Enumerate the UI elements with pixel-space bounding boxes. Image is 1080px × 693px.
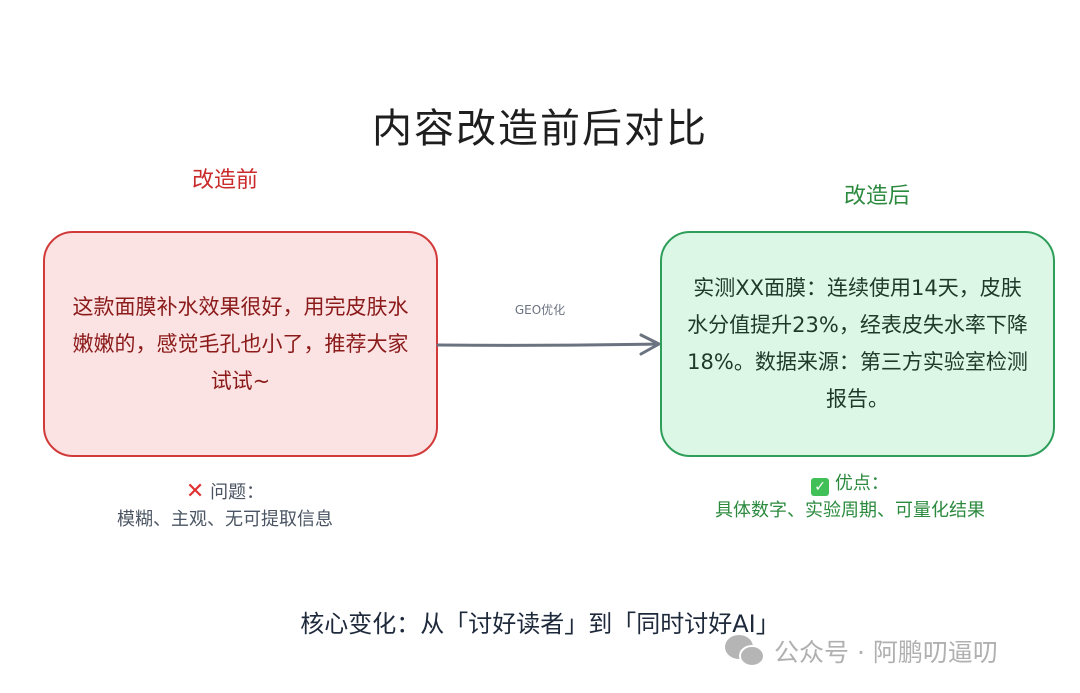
after-note: ✓ 优点： 具体数字、实验周期、可量化结果 xyxy=(660,470,1040,524)
after-note-text: 具体数字、实验周期、可量化结果 xyxy=(715,500,985,521)
after-label: 改造后 xyxy=(843,184,910,209)
after-box: 实测XX面膜：连续使用14天，皮肤水分值提升23%，经表皮失水率下降18%。数据… xyxy=(660,231,1055,457)
before-note-text: 模糊、主观、无可提取信息 xyxy=(117,509,333,530)
wechat-icon xyxy=(725,635,765,667)
check-mark-icon: ✓ xyxy=(811,478,830,496)
bottom-summary: 核心变化：从「讨好读者」到「同时讨好AI」 xyxy=(300,610,780,638)
before-note: ✕ 问题： 模糊、主观、无可提取信息 xyxy=(40,478,410,533)
after-text: 实测XX面膜：连续使用14天，皮肤水分值提升23%，经表皮失水率下降18%。数据… xyxy=(687,276,1028,411)
arrow-icon xyxy=(436,333,661,356)
watermark-text: 公众号 · 阿鹏叨逼叨 xyxy=(774,638,998,667)
before-note-title: 问题： xyxy=(210,482,265,503)
before-text: 这款面膜补水效果很好，用完皮肤水嫩嫩的，感觉毛孔也小了，推荐大家试试~ xyxy=(72,294,409,393)
after-note-title: 优点： xyxy=(834,473,889,494)
before-box: 这款面膜补水效果很好，用完皮肤水嫩嫩的，感觉毛孔也小了，推荐大家试试~ xyxy=(43,231,438,457)
cross-mark-icon: ✕ xyxy=(185,479,205,504)
before-label: 改造前 xyxy=(191,168,258,193)
arrow-label: GEO优化 xyxy=(514,303,566,317)
watermark: 公众号 · 阿鹏叨逼叨 xyxy=(724,633,998,669)
diagram-title: 内容改造前后对比 xyxy=(372,106,708,152)
